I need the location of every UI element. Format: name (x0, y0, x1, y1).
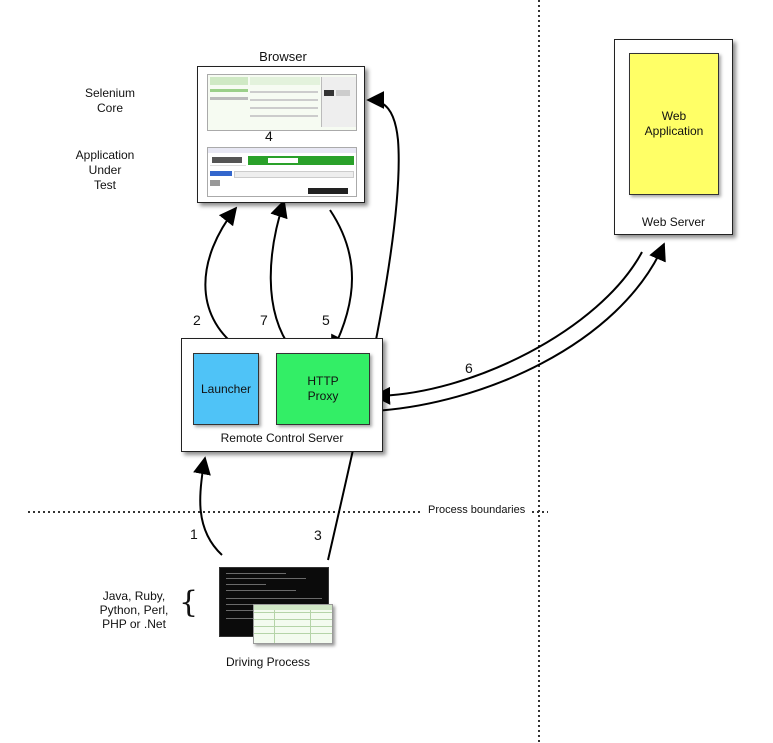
aut-line1: Application (75, 148, 135, 162)
web-application-box: Web Application (629, 53, 719, 195)
step-3-label: 3 (314, 527, 322, 543)
languages-line2: Python, Perl, (99, 603, 169, 617)
step-5-label: 5 (322, 312, 330, 328)
web-server-title: Web Server (641, 215, 706, 229)
languages-line1: Java, Ruby, (102, 589, 166, 603)
step-2-label: 2 (193, 312, 201, 328)
selenium-core-label: Selenium Core (70, 86, 150, 116)
arrow-step-6-request (372, 242, 666, 412)
step-4-label: 4 (265, 128, 273, 144)
arrow-step-5 (329, 209, 353, 354)
arrow-step-7 (269, 199, 293, 351)
arrow-step-1 (193, 456, 223, 556)
selenium-core-line2: Core (96, 101, 123, 115)
rc-server-box: Launcher HTTP Proxy Remote Control Serve… (181, 338, 383, 452)
step-1-label: 1 (190, 526, 198, 542)
selenium-core-line1: Selenium (84, 86, 136, 100)
launcher-box: Launcher (193, 353, 259, 425)
browser-box: 4 (197, 66, 365, 203)
web-server-box: Web Application Web Server (614, 39, 733, 235)
arrow-step-2 (204, 206, 238, 348)
driving-process-title: Driving Process (225, 655, 311, 669)
process-boundaries-label: Process boundaries (428, 504, 526, 516)
web-application-line1: Web (661, 109, 687, 123)
browser-title: Browser (259, 49, 307, 64)
aut-line3: Test (93, 178, 116, 192)
step-6-label: 6 (465, 360, 473, 376)
aut-label: Application Under Test (65, 148, 145, 193)
http-proxy-box: HTTP Proxy (276, 353, 370, 425)
driving-process-results-table (253, 604, 333, 644)
languages-brace: { (179, 585, 199, 620)
http-proxy-line2: Proxy (307, 389, 339, 403)
aut-screenshot (207, 147, 357, 197)
arrow-step-6-response (372, 251, 643, 405)
languages-line3: PHP or .Net (102, 617, 166, 631)
arrow-step-3 (327, 91, 400, 561)
aut-line2: Under (88, 163, 122, 177)
languages-label: Java, Ruby, Python, Perl, PHP or .Net (94, 589, 174, 631)
http-proxy-line1: HTTP (307, 374, 339, 388)
selenium-core-screenshot (207, 74, 357, 131)
rc-server-title: Remote Control Server (220, 431, 344, 445)
step-7-label: 7 (260, 312, 268, 328)
web-application-line2: Application (644, 124, 704, 138)
launcher-label: Launcher (200, 381, 252, 396)
